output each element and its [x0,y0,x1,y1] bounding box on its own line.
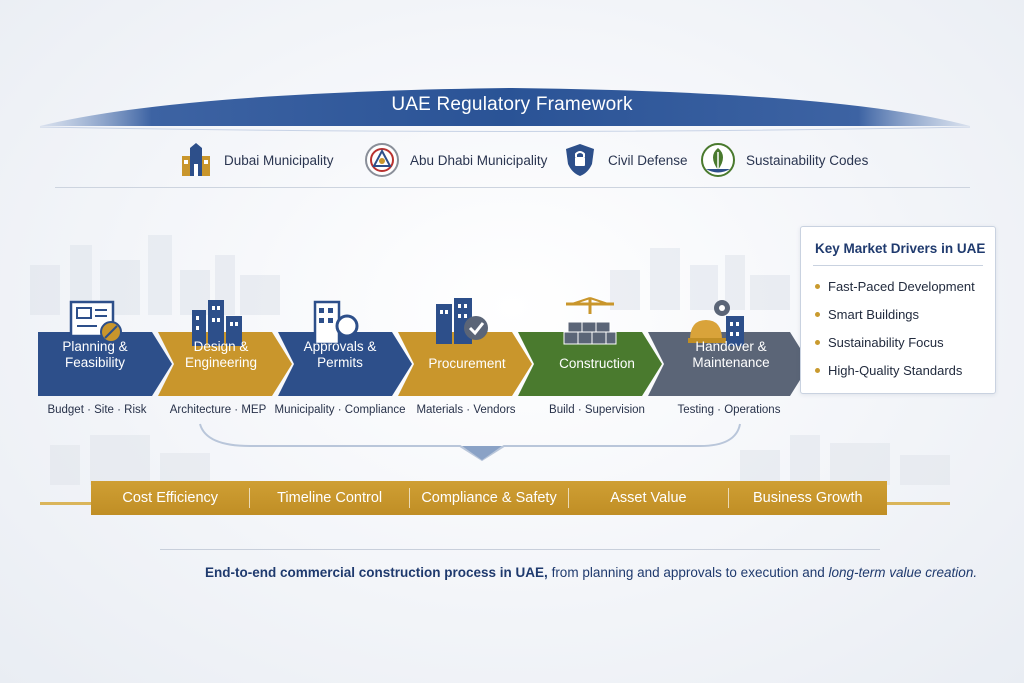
step-label-construction: Construction [559,356,635,371]
step-sub-design: Architecture · MEP [169,404,267,416]
outcome-item: Business Growth [753,490,863,506]
step-arrow-construction [518,332,662,396]
authority-abu-dhabi-municipality: Abu Dhabi Municipality [364,140,547,180]
feedback-pointer [462,446,502,460]
authority-sustainability-codes: Sustainability Codes [700,140,868,180]
caption: End-to-end commercial construction proce… [205,565,1024,580]
outcome-separator [408,488,410,508]
market-driver-label: Sustainability Focus [828,335,944,350]
document-magnifier-icon [313,300,365,346]
dubai-municipality-building-icon [182,143,210,176]
crane-blocks-icon [563,297,617,345]
building-check-icon [436,298,488,344]
outcome-item: Cost Efficiency [122,490,219,506]
outcome-separator [568,488,570,508]
authorities-divider [55,187,970,188]
authority-civil-defense: Civil Defense [562,140,688,180]
building-design-icon [192,300,242,346]
outcome-separator [727,488,729,508]
authority-label: Sustainability Codes [746,152,869,168]
outcome-item: Asset Value [610,490,687,506]
blueprint-icon [69,300,122,343]
step-label-procurement: Procurement [428,356,506,371]
outcome-item: Timeline Control [277,490,383,506]
step-label-design: Design & Engineering [184,339,258,370]
leaf-emblem-icon [701,143,735,177]
market-driver-item: High-Quality Standards [815,363,962,378]
authority-dubai-municipality: Dubai Municipality [178,140,334,180]
bullet-icon [815,312,820,317]
bullet-icon [815,368,820,373]
step-arrow-planning [38,332,172,396]
outcome-item: Compliance & Safety [421,490,557,506]
step-arrow-handover [648,332,810,396]
authorities-row: Dubai Municipality Abu Dhabi Municipalit… [0,140,1024,184]
caption-divider [160,549,880,550]
market-driver-label: Fast-Paced Development [828,279,975,294]
market-driver-item: Sustainability Focus [815,335,944,350]
step-label-approvals: Approvals & Permits [303,339,377,370]
civil-defense-shield-icon [566,144,594,176]
hardhat-gear-icon [688,300,744,346]
market-drivers-title: Key Market Drivers in UAE [815,241,986,256]
step-sub-approvals: Municipality · Compliance [274,404,406,416]
step-arrow-design [158,332,292,396]
skyline-lower-right [740,435,950,485]
skyline-right [610,248,790,310]
abu-dhabi-emblem-icon [365,143,399,177]
outcome-separator [249,488,251,508]
authority-label: Dubai Municipality [224,152,334,168]
step-arrow-procurement [398,332,532,396]
market-driver-label: High-Quality Standards [828,363,963,378]
market-driver-item: Smart Buildings [815,307,919,322]
caption-italic: long-term value creation. [828,565,978,580]
step-sub-planning: Budget · Site · Risk [47,404,147,416]
skyline-lower-left [50,435,210,485]
bullet-icon [815,340,820,345]
authority-label: Civil Defense [608,152,688,168]
feedback-bracket [199,423,741,462]
step-arrow-approvals [278,332,412,396]
market-drivers-divider [813,265,983,266]
authority-label: Abu Dhabi Municipality [410,152,548,168]
step-sub-procurement: Materials · Vendors [416,404,516,416]
market-drivers-panel: Key Market Drivers in UAE Fast-Paced Dev… [800,226,996,394]
step-label-planning: Planning & Feasibility [62,339,128,370]
framework-banner [39,88,971,132]
banner-title: UAE Regulatory Framework [391,94,633,115]
outcomes-bar: Cost Efficiency Timeline Control Complia… [91,481,887,515]
caption-bold: End-to-end commercial construction proce… [205,565,548,580]
market-driver-label: Smart Buildings [828,307,920,322]
step-sub-construction: Build · Supervision [549,404,645,416]
step-sub-handover: Testing · Operations [677,404,781,416]
step-label-handover: Handover & Maintenance [692,339,770,370]
bullet-icon [815,284,820,289]
caption-regular: from planning and approvals to execution… [547,565,829,580]
market-driver-item: Fast-Paced Development [815,279,975,294]
